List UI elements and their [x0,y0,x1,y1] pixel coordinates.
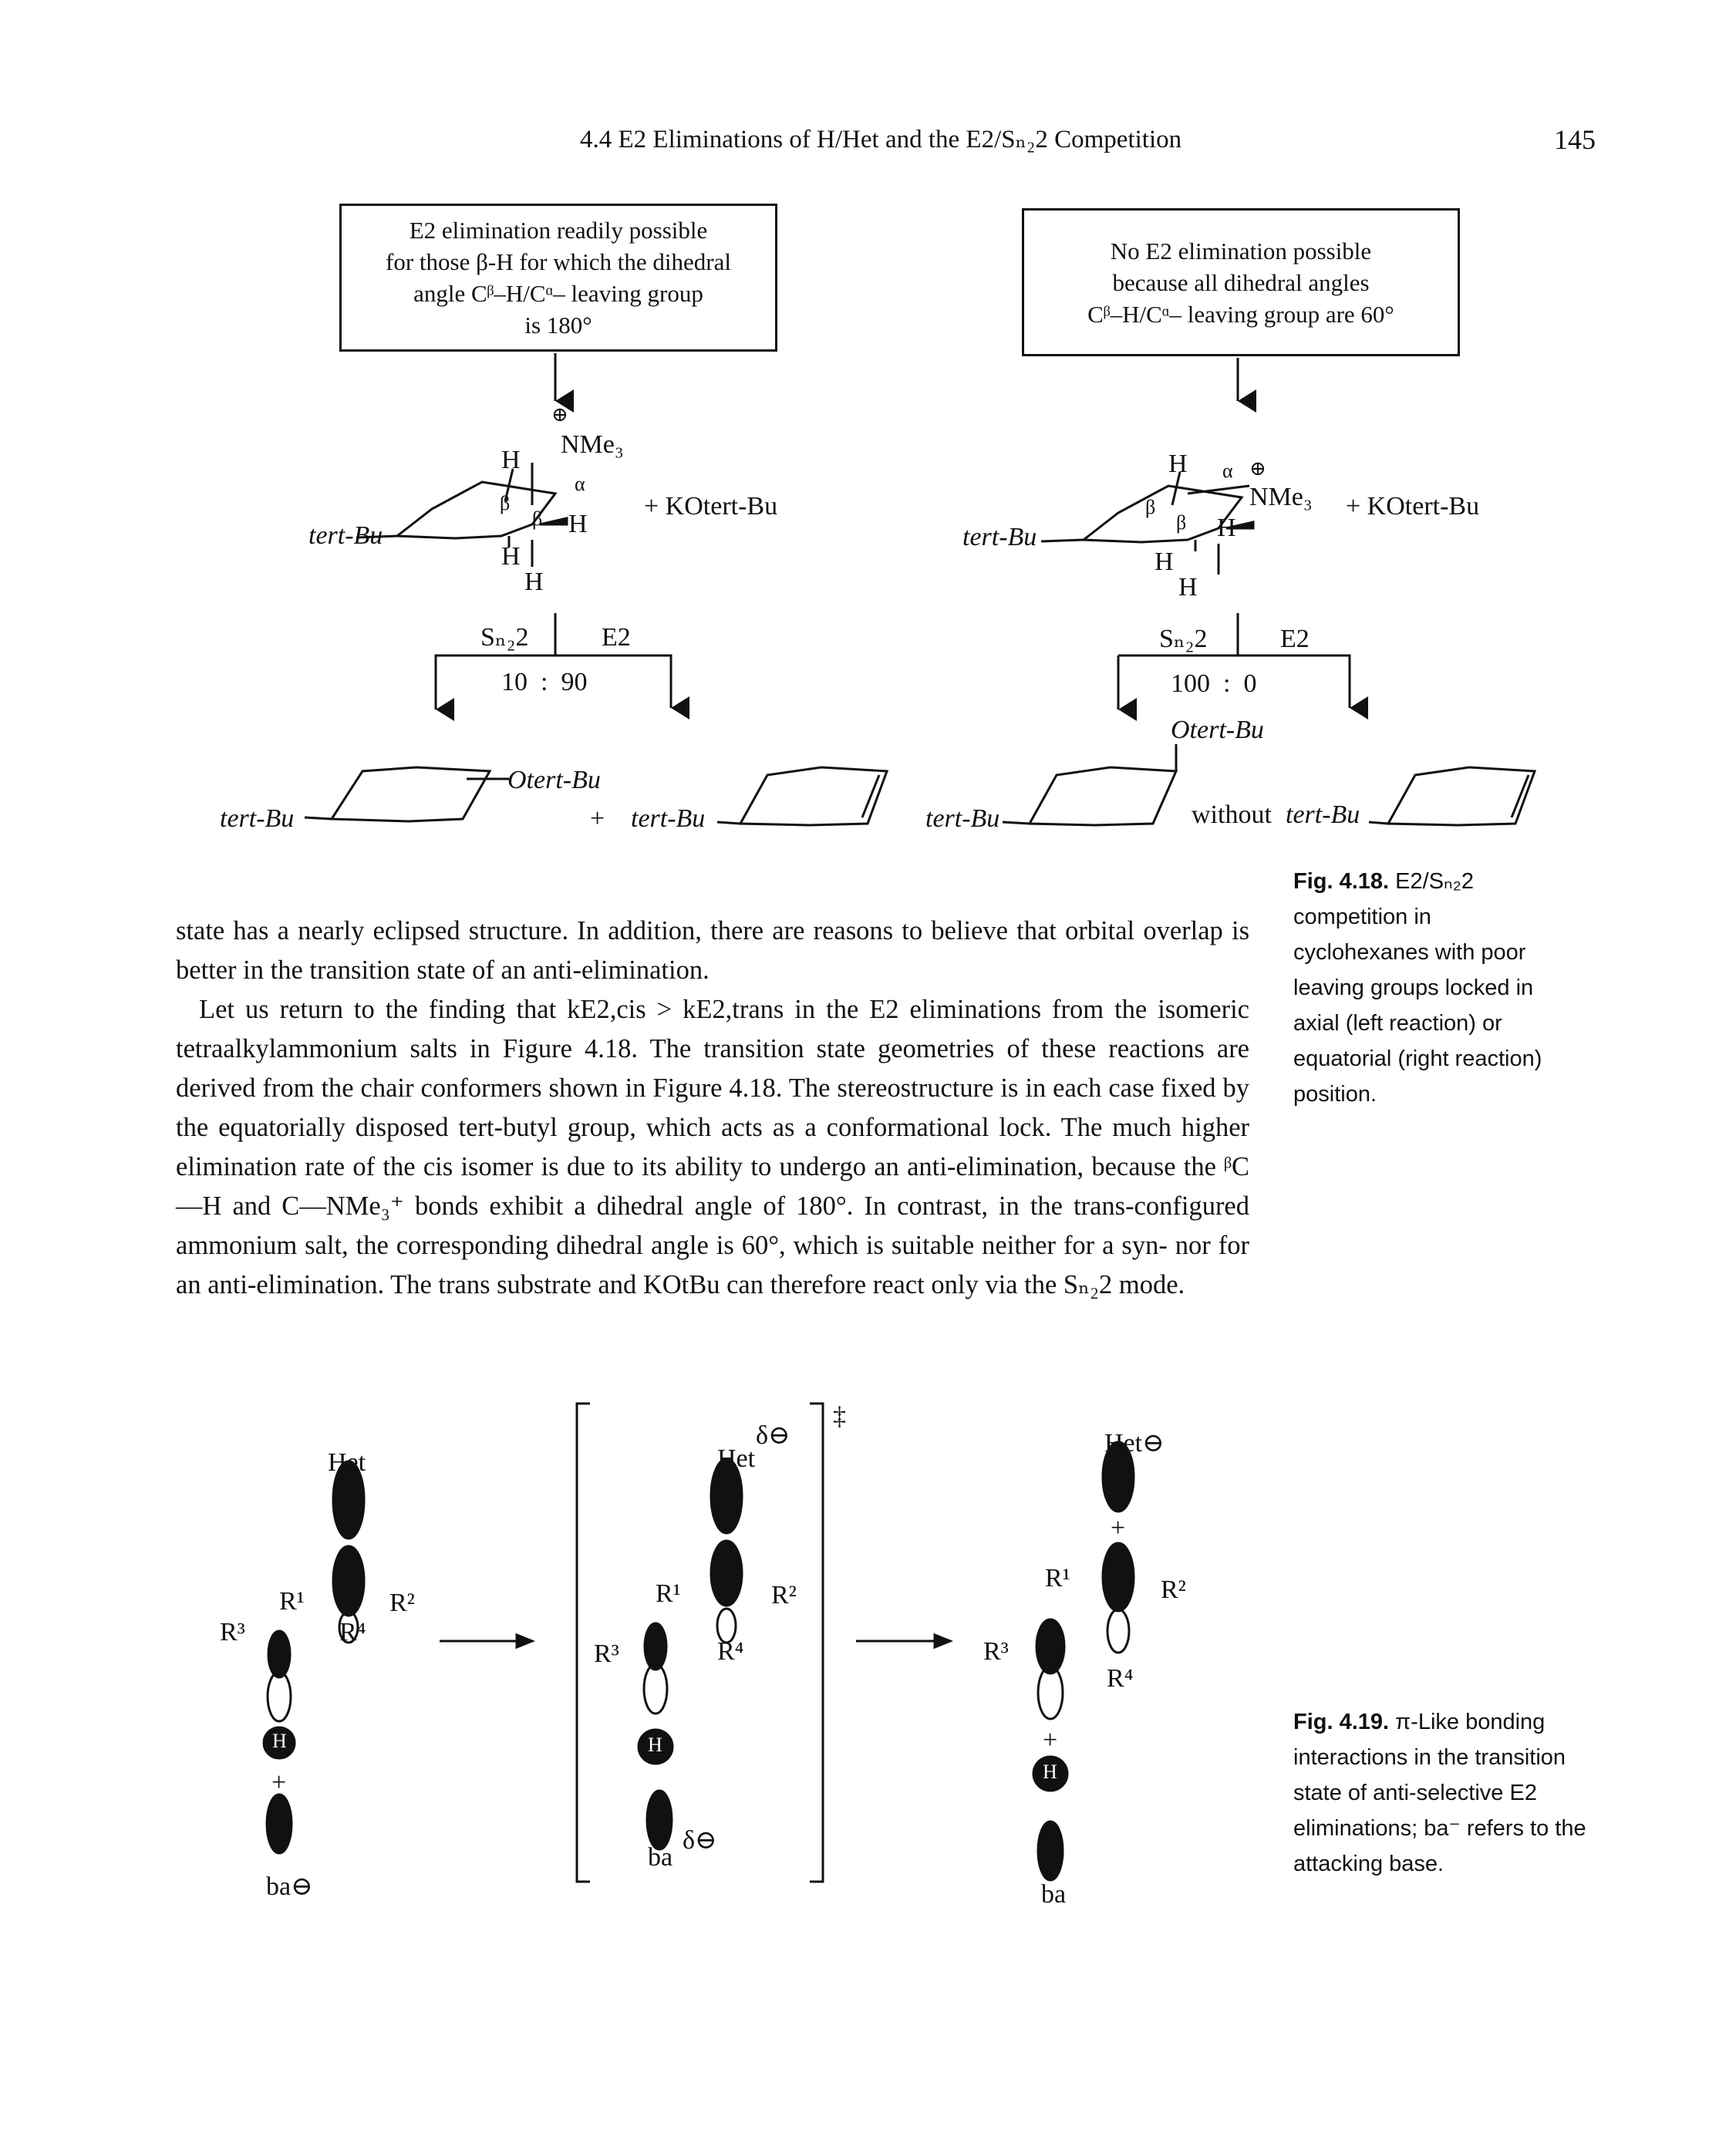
r2-label: R² [389,1589,415,1617]
h-circle-label: H [1043,1761,1057,1783]
r4-label: R⁴ [1107,1664,1134,1693]
caption-text: π-Like bonding interactions in the trans… [1293,1710,1586,1876]
alpha-label: α [575,473,585,495]
box-left-line: angle Cᵝ–H/Cᵅ– leaving group [413,280,703,307]
box-left-line: for those β-H for which the dihedral [386,248,731,275]
box-left-line: is 180° [524,312,592,339]
figure-4-19-caption: Fig. 4.19. π-Like bonding interactions i… [1293,1704,1617,1882]
product-ether-left [304,766,509,823]
tert-butyl-label: tert-Bu [308,521,383,550]
body-text: state has a nearly eclipsed structure. I… [176,912,1249,1305]
alpha-label: α [1222,460,1233,482]
tert-butyl-label: tert-Bu [925,804,1000,833]
box-right-line: because all dihedral angles [1112,268,1370,296]
plus-sign: + [271,1768,287,1797]
r1-label: R¹ [279,1587,305,1616]
r1-label: R¹ [656,1579,681,1608]
beta-label: β [1145,496,1156,518]
tert-butyl-label: tert-Bu [220,804,295,833]
ratio-left: 10 : 90 [501,668,588,696]
h-label: H [501,446,521,474]
h-label: H [1155,548,1174,576]
box-left-line: E2 elimination readily possible [409,217,708,244]
running-title: 4.4 E2 Eliminations of H/Het and the E2/… [580,126,1182,153]
product-ether-right [1002,744,1178,827]
ts-double-dagger: ‡ [833,1402,846,1431]
leaving-group-right: NMe₃ [1249,483,1313,511]
reagent-right: + KOtert-Bu [1346,492,1480,521]
tert-butyl-label: tert-Bu [1286,800,1360,829]
right-reactant-chair [1040,471,1255,575]
h-circle-label: H [648,1734,662,1756]
h-label: H [524,568,544,596]
sn2-label-right: Sₙ₂2 [1159,625,1208,653]
product-ether-label-right: Otert-Bu [1171,716,1264,744]
condition-box-right: No E2 elimination possible because all d… [1022,208,1460,356]
charge-right: ⊕ [1249,457,1266,480]
orbital-structure-3 [1032,1441,1135,1882]
h-label: H [501,542,521,571]
e2-label-left: E2 [602,623,631,652]
h-label: H [568,510,588,538]
paragraph: Let us return to the finding that kE2,ci… [176,995,1249,1299]
beta-label: β [1176,511,1187,534]
plus-sign: + [1111,1514,1126,1542]
box-right-line: No E2 elimination possible [1110,237,1372,265]
ratio-right: 100 : 0 [1171,669,1257,698]
left-reactant-chair [356,463,568,567]
h-label: H [1178,573,1198,602]
caption-label: Fig. 4.18. [1293,869,1390,894]
orbital-structure-2 [637,1458,743,1851]
delta-minus-label: δ⊖ [756,1421,790,1450]
charge-left: ⊕ [551,403,568,426]
product-ether-label-left: Otert-Bu [507,766,601,794]
page-number: 145 [1554,124,1596,155]
ts-bracket-left [575,1402,590,1883]
page-header: 4.4 E2 Eliminations of H/Het and the E2/… [0,123,1736,162]
tert-butyl-label: tert-Bu [962,523,1037,551]
paragraph: state has a nearly eclipsed structure. I… [176,916,1249,985]
orbital-structure-1 [262,1460,366,1855]
r2-label: R² [771,1581,797,1609]
beta-label: β [500,492,511,514]
het-label: Het [328,1448,366,1477]
r3-label: R³ [220,1618,245,1646]
caption-text: E2/Sₙ₂2 competition in cyclohexanes with… [1293,869,1542,1107]
h-circle-label: H [272,1730,287,1752]
without-label: without [1192,800,1272,829]
box-right-line: Cᵝ–H/Cᵅ– leaving group are 60° [1087,300,1394,328]
ba-minus-label: ba⊖ [266,1872,313,1901]
reagent-left: + KOtert-Bu [644,492,778,521]
het-label: Het [717,1444,756,1473]
r1-label: R¹ [1045,1564,1070,1592]
e2-label-right: E2 [1280,625,1310,653]
r4-label: R⁴ [717,1637,744,1666]
r2-label: R² [1161,1576,1186,1604]
ba-label: ba [1041,1880,1067,1909]
het-minus-label: Het⊖ [1104,1429,1165,1458]
r3-label: R³ [983,1637,1009,1666]
h-label: H [1217,514,1236,542]
caption-label: Fig. 4.19. [1293,1710,1390,1734]
product-alkene-right [1368,766,1537,827]
tert-butyl-label: tert-Bu [631,804,706,833]
figure-4-18-caption: Fig. 4.18. E2/Sₙ₂2 competition in cycloh… [1293,864,1571,1112]
beta-label: β [532,507,543,530]
ba-label: ba [648,1843,673,1872]
plus-sign: + [1043,1726,1058,1754]
plus-sign: + [590,804,605,833]
product-alkene-left [716,766,889,827]
ts-bracket-right [810,1402,824,1883]
leaving-group-left: NMe₃ [561,430,624,459]
r4-label: R⁴ [339,1618,366,1646]
r3-label: R³ [594,1640,619,1668]
condition-box-left: E2 elimination readily possible for thos… [339,204,777,352]
branch-bracket-right [1118,654,1368,720]
delta-minus-label: δ⊖ [683,1826,717,1855]
h-label: H [1168,450,1188,478]
sn2-label-left: Sₙ₂2 [480,623,529,652]
